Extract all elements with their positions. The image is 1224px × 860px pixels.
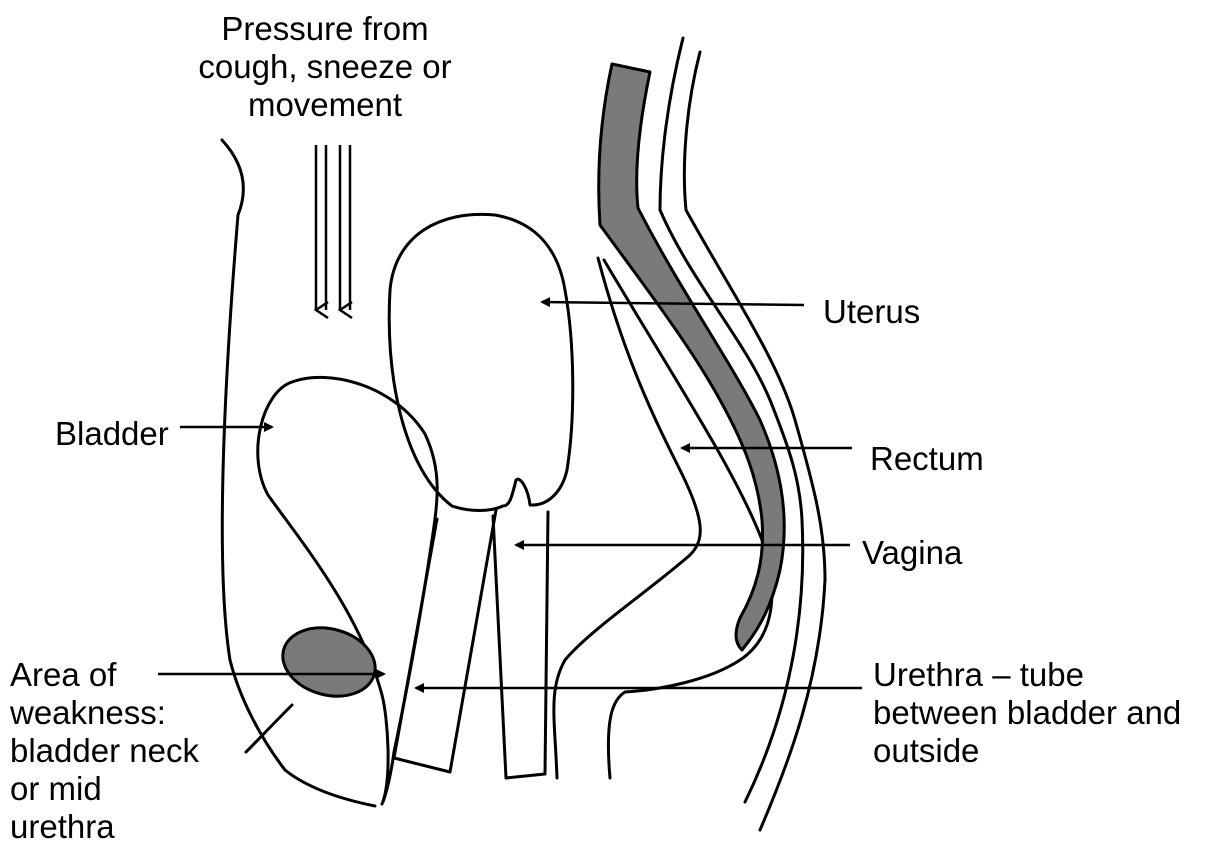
- pressure-label: Pressure from cough, sneeze or movement: [165, 10, 485, 124]
- pressure-label-line-2: cough, sneeze or: [165, 48, 485, 86]
- urethra-outline: [394, 510, 496, 772]
- uterus-label: Uterus: [823, 293, 920, 331]
- weakness-label-line-5: urethra: [10, 808, 199, 846]
- weakness-label-line-1: Area of: [10, 656, 199, 694]
- vagina-label: Vagina: [862, 534, 962, 572]
- weakness-area: [275, 618, 383, 706]
- vagina-outline: [493, 512, 548, 778]
- abdominal-wall: [222, 140, 375, 806]
- weakness-label-line-4: or mid: [10, 770, 199, 808]
- weakness-label-line-3: bladder neck: [10, 732, 199, 770]
- sacrum-band: [599, 64, 785, 650]
- pressure-label-line-3: movement: [165, 86, 485, 124]
- urethra-label-line-1: Urethra – tube: [873, 656, 1181, 694]
- pressure-arrows: [316, 145, 350, 310]
- uterus-arrow: [542, 302, 804, 305]
- bladder-label: Bladder: [55, 415, 169, 453]
- uterus-outline: [389, 214, 573, 510]
- urethra-label-line-2: between bladder and: [873, 694, 1181, 732]
- weakness-label-line-2: weakness:: [10, 694, 199, 732]
- urethra-label-line-3: outside: [873, 732, 1181, 770]
- urethra-label: Urethra – tube between bladder and outsi…: [873, 656, 1181, 770]
- rectum-inner-line: [554, 258, 700, 778]
- weakness-label: Area of weakness: bladder neck or mid ur…: [10, 656, 199, 846]
- rectum-label: Rectum: [870, 440, 984, 478]
- pressure-label-line-1: Pressure from: [165, 10, 485, 48]
